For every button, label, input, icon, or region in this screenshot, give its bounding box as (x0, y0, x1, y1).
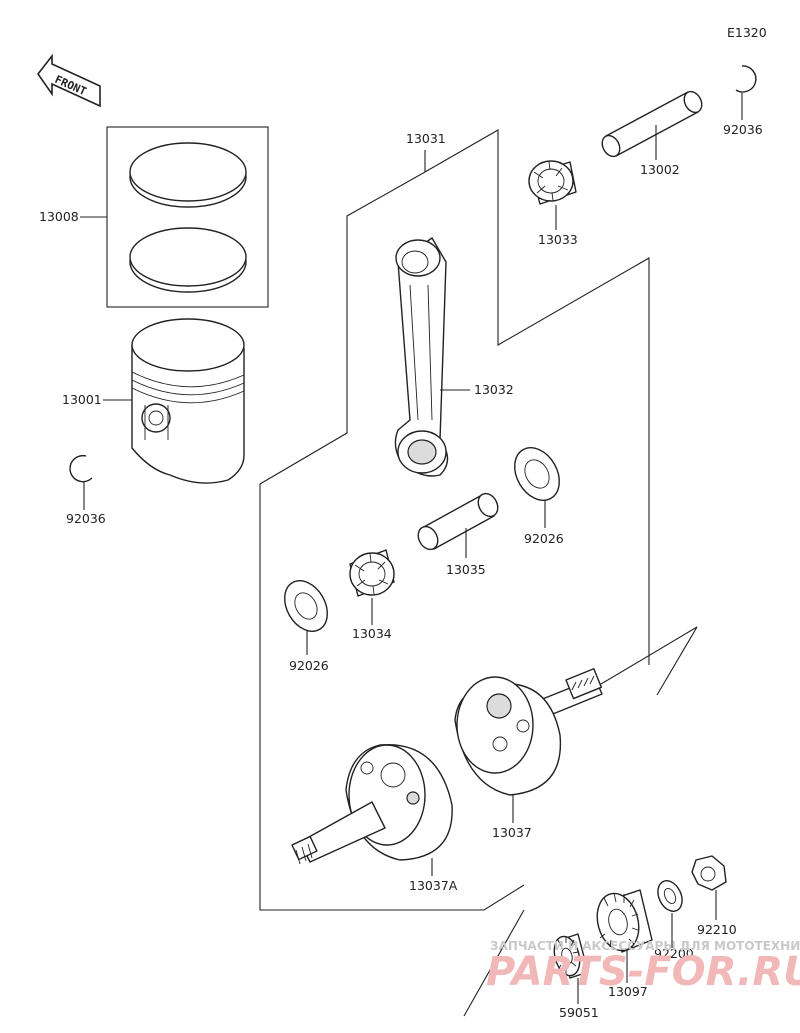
label-13032: 13032 (474, 382, 514, 397)
piston-13001 (103, 318, 245, 484)
bearing-13034 (349, 549, 395, 625)
thrust-washer-92026-left (284, 580, 328, 655)
label-92026-right: 92026 (524, 531, 564, 546)
washer-92200 (657, 880, 683, 948)
label-13037: 13037 (492, 825, 532, 840)
circlip-92036-right (735, 65, 757, 120)
label-13001: 13001 (62, 392, 102, 407)
connecting-rod-13032 (394, 237, 470, 477)
crank-half-13037A (291, 743, 453, 876)
label-13035: 13035 (446, 562, 486, 577)
label-13033: 13033 (538, 232, 578, 247)
assembly-outline-13031 (259, 129, 698, 1017)
label-13002: 13002 (640, 162, 680, 177)
label-92036-right: 92036 (723, 122, 763, 137)
watermark-logo: PARTS-FOR.RU (486, 949, 800, 995)
label-13008: 13008 (39, 209, 79, 224)
bearing-13033 (528, 160, 577, 230)
front-arrow-icon: FRONT (37, 53, 101, 108)
watermark-tagline: ЗАПЧАСТИ И АКСЕССУАРЫ ДЛЯ МОТОТЕХНИКИ (490, 939, 800, 953)
thrust-washer-92026-right (514, 447, 560, 528)
label-13037A: 13037A (409, 878, 458, 893)
label-13097: 13097 (608, 984, 648, 999)
label-92210: 92210 (697, 922, 737, 937)
piston-pin-13002 (601, 90, 703, 160)
label-13031: 13031 (406, 131, 446, 146)
gear-59051 (553, 933, 589, 1004)
label-92200: 92200 (654, 946, 694, 961)
label-59051: 59051 (559, 1005, 599, 1020)
label-92036-left: 92036 (66, 511, 106, 526)
crank-pin-13035 (417, 492, 499, 558)
crank-half-13037 (454, 668, 603, 823)
label-13034: 13034 (352, 626, 392, 641)
gear-13097 (596, 889, 653, 983)
diagram-code: E1320 (727, 25, 767, 40)
piston-rings-13008 (80, 126, 269, 308)
nut-92210 (691, 855, 727, 920)
circlip-92036-left (69, 454, 93, 510)
label-92026-left: 92026 (289, 658, 329, 673)
